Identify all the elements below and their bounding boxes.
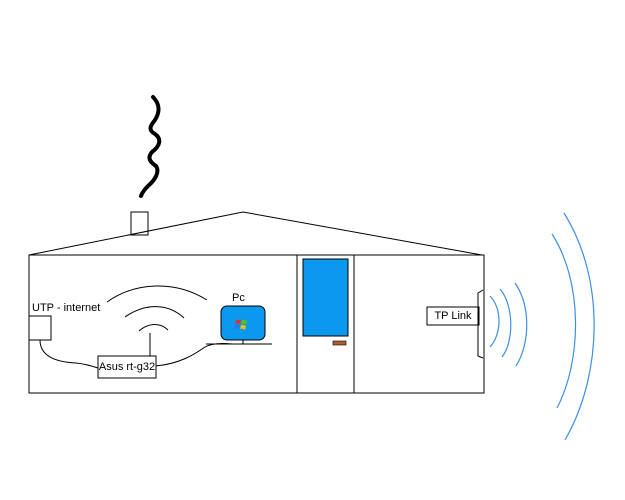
router-wifi-wave-outer [106, 285, 208, 303]
utp-socket [28, 315, 52, 341]
utp-label: UTP - internet [32, 302, 101, 314]
tplink-wave-3 [514, 282, 528, 367]
router-box [97, 355, 157, 379]
tplink-wave-5 [563, 212, 595, 441]
door-knob [332, 340, 347, 346]
tplink-box [426, 306, 480, 326]
chimney-smoke [139, 95, 162, 198]
door-window [302, 258, 349, 337]
tplink-antenna [477, 289, 484, 359]
chimney [130, 211, 149, 236]
router-wifi-wave-inner [138, 324, 169, 332]
pc-label: Pc [232, 292, 245, 304]
tplink-wave-1 [489, 295, 500, 348]
utp-cable [39, 339, 99, 369]
tplink-wave-4 [551, 233, 577, 409]
router-wifi-wave-middle [124, 306, 185, 319]
router-to-pc-cable [154, 342, 233, 367]
house-roof [28, 211, 483, 256]
tplink-label: TP Link [434, 310, 472, 322]
tplink-wave-2 [499, 288, 512, 358]
router-label: Asus rt-g32 [98, 361, 156, 373]
pc-os-logo-icon [234, 319, 247, 330]
